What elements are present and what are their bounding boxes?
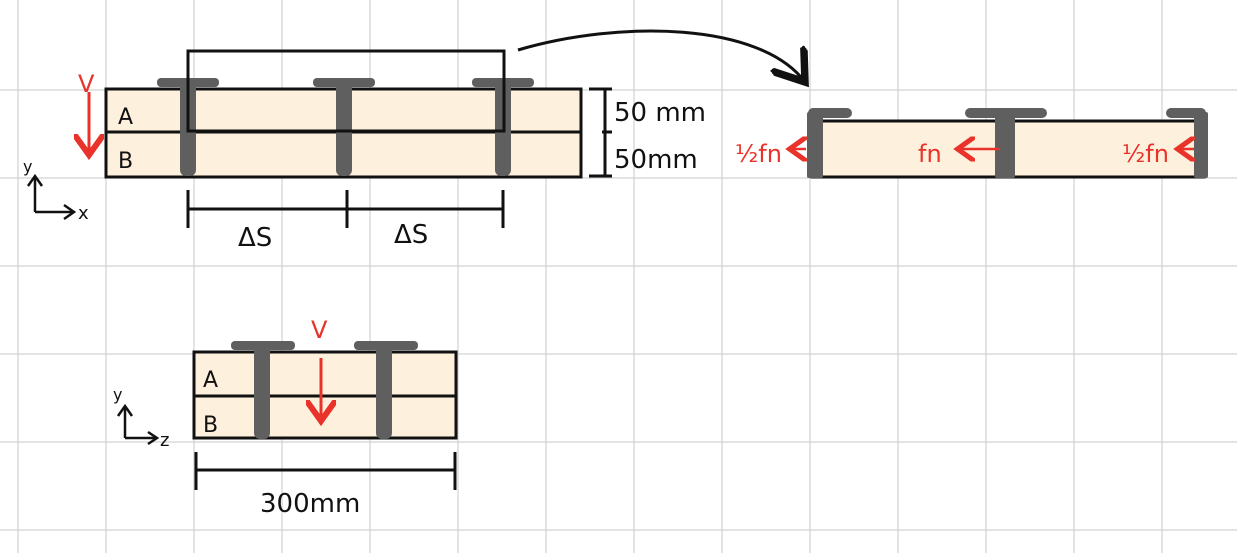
left-force-label: ½fn: [735, 140, 782, 168]
shear-force-arrow: V: [78, 70, 95, 152]
cs-shear-label: V: [311, 316, 328, 344]
free-body-diagram: [807, 108, 1208, 179]
layer-b-label: B: [118, 149, 133, 174]
layer-a-label: A: [118, 105, 133, 130]
width-label: 300mm: [260, 489, 360, 519]
width-dimension: [194, 452, 457, 490]
middle-force-label: fn: [918, 140, 942, 168]
axes-yz: [116, 403, 160, 446]
axis-z-label: z: [160, 430, 169, 451]
cross-section: [192, 341, 458, 440]
spacing-left-label: ΔS: [238, 223, 272, 253]
middle-nail-shank: [995, 112, 1015, 178]
cs-nail-1-shank: [254, 343, 270, 439]
nail-2: [313, 78, 375, 176]
height-top-label: 50 mm: [614, 98, 706, 128]
cs-layer-a-label: A: [203, 368, 218, 393]
connector-arrow: [517, 29, 805, 82]
free-body-selection-box: [186, 49, 506, 133]
axis-y-label-2: y: [113, 385, 122, 404]
axis-x-label: x: [78, 203, 89, 224]
side-view-beam: A B: [104, 49, 583, 179]
spacing-right-label: ΔS: [394, 220, 428, 250]
axis-y-label: y: [23, 157, 32, 176]
half-nail-right-shank: [1194, 112, 1208, 178]
shear-label: V: [78, 70, 95, 98]
height-dimension: [589, 87, 612, 178]
cs-layer-b-label: B: [203, 413, 218, 438]
half-nail-left-shank: [807, 112, 823, 178]
cs-nail-2-shank: [376, 343, 392, 439]
spacing-dimension: [186, 190, 505, 228]
axes-xy: [26, 173, 77, 221]
right-force-label: ½fn: [1122, 140, 1169, 168]
height-bottom-label: 50mm: [614, 145, 698, 175]
